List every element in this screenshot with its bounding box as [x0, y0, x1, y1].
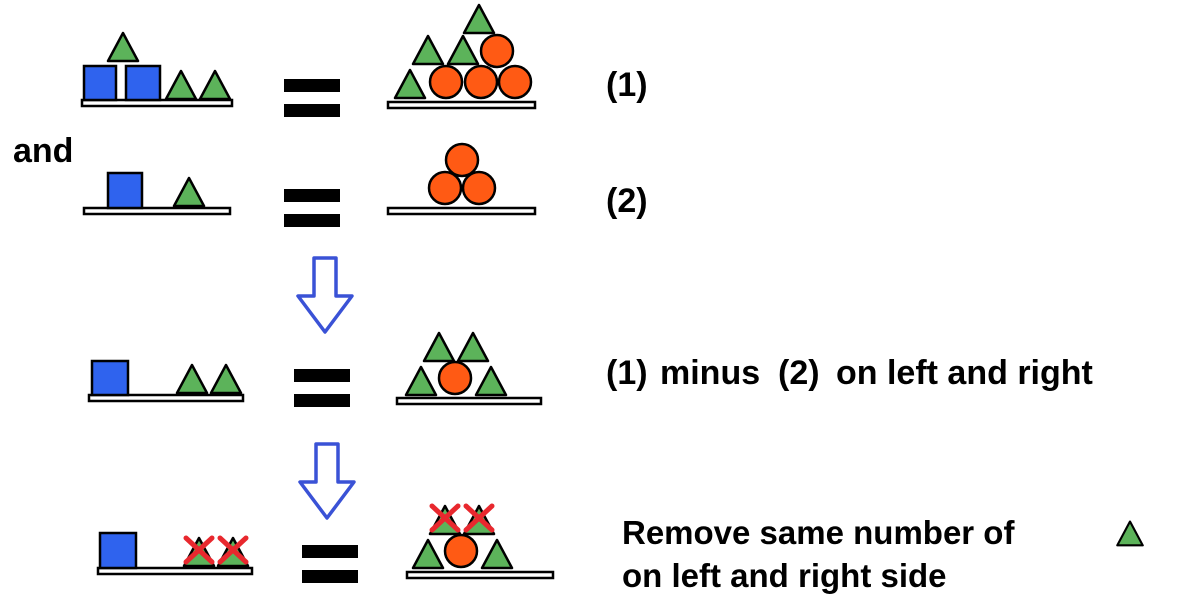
green-triangle-icon — [198, 69, 232, 101]
orange-circle-icon — [479, 33, 515, 69]
step-1-label-a: (1) — [606, 354, 648, 392]
step-1-label-mid: minus — [660, 354, 760, 392]
green-triangle-icon — [106, 31, 140, 63]
step-1-label-b: (2) — [778, 354, 820, 392]
orange-circle-icon — [463, 64, 499, 100]
step-2: Remove same number of on left and right … — [96, 506, 1144, 594]
green-triangle-icon — [393, 68, 427, 100]
equals-sign-icon — [284, 79, 340, 117]
equals-sign-icon — [294, 369, 350, 407]
balance-tray-icon — [82, 206, 232, 216]
step-1-right-pan — [395, 331, 543, 406]
orange-circle-icon — [497, 64, 533, 100]
equation-1-label: (1) — [606, 66, 648, 104]
green-triangle-icon — [172, 176, 206, 208]
down-arrow-icon — [298, 442, 356, 520]
equation-2-left-pan — [82, 171, 232, 216]
orange-circle-icon — [428, 64, 464, 100]
balance-tray-icon — [87, 393, 245, 403]
equation-1-left-pan — [80, 31, 234, 108]
blue-square-icon — [90, 359, 130, 397]
orange-circle-icon — [427, 170, 463, 206]
step-1-label-tail: on left and right — [836, 354, 1093, 392]
step-1: (1) minus (2) on left and right — [87, 331, 1093, 407]
green-triangle-icon — [404, 365, 438, 397]
orange-circle-icon — [444, 142, 480, 178]
orange-circle-icon — [443, 533, 479, 569]
step-1-left-pan — [87, 359, 245, 403]
green-triangle-icon — [175, 363, 209, 395]
green-triangle-icon — [411, 538, 445, 570]
step-2-line-1: Remove same number of — [622, 514, 1015, 551]
equation-1-right-pan — [386, 3, 537, 110]
orange-circle-icon — [461, 170, 497, 206]
step-2-left-pan — [96, 531, 254, 576]
green-triangle-icon — [164, 69, 198, 101]
balance-tray-icon — [386, 206, 537, 216]
green-triangle-icon — [446, 34, 480, 66]
blue-square-icon — [124, 64, 162, 102]
orange-circle-icon — [437, 360, 473, 396]
blue-square-icon — [98, 531, 138, 570]
green-triangle-icon — [422, 331, 456, 363]
and-connector: and — [13, 132, 73, 170]
equation-2-label: (2) — [606, 182, 648, 220]
balance-tray-icon — [405, 570, 555, 580]
step-2-line-2: on left and right side — [622, 557, 947, 594]
balance-tray-icon — [395, 396, 543, 406]
equals-sign-icon — [302, 545, 358, 583]
equation-1: (1) — [80, 3, 648, 117]
green-triangle-icon — [411, 34, 445, 66]
green-triangle-icon — [456, 331, 490, 363]
step-2-right-pan — [405, 506, 555, 580]
green-triangle-icon — [474, 365, 508, 397]
green-triangle-icon — [462, 3, 496, 35]
green-triangle-icon — [480, 538, 514, 570]
green-triangle-icon — [209, 363, 243, 395]
balance-tray-icon — [96, 566, 254, 576]
blue-square-icon — [106, 171, 144, 210]
green-triangle-icon — [1116, 520, 1144, 547]
equation-2: (2) — [82, 142, 648, 227]
equation-2-right-pan — [386, 142, 537, 216]
balance-tray-icon — [386, 100, 537, 110]
down-arrow-icon — [296, 256, 354, 334]
blue-square-icon — [82, 64, 118, 102]
equals-sign-icon — [284, 189, 340, 227]
